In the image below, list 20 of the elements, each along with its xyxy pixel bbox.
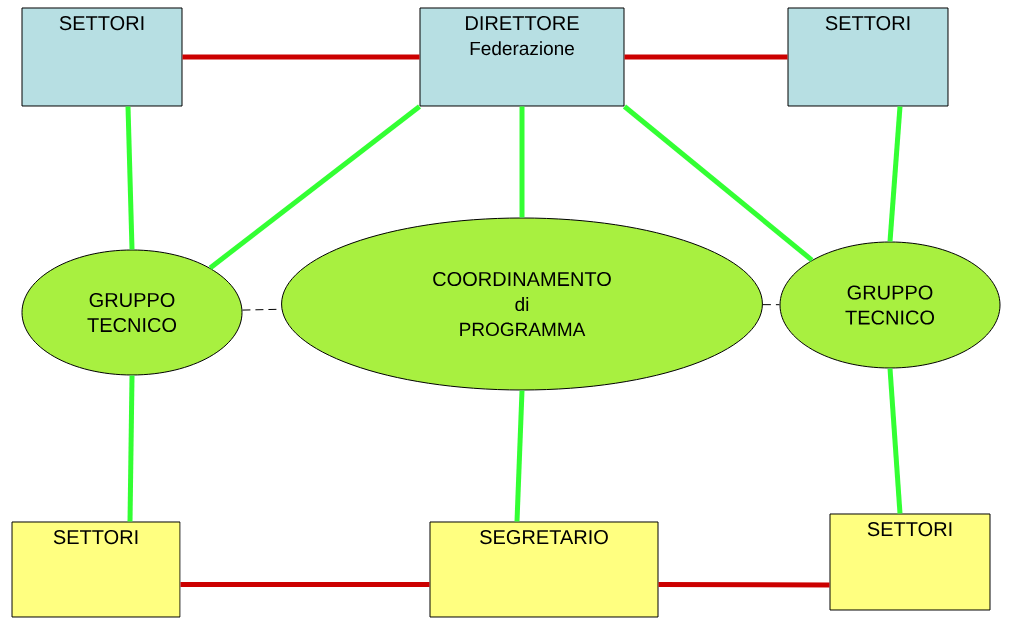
org-box: SEGRETARIO — [429, 521, 659, 618]
connector-line — [125, 106, 135, 250]
connector-line — [624, 54, 788, 60]
org-box: SETTORI — [787, 7, 949, 107]
connector-line — [622, 104, 814, 263]
connector-line — [514, 390, 525, 522]
org-box: DIRETTORE Federazione — [419, 7, 625, 107]
connector-line — [182, 54, 420, 60]
connector-line — [208, 104, 422, 270]
connector-line — [658, 582, 830, 588]
org-box: SETTORI — [21, 7, 183, 107]
connector-line — [887, 106, 903, 242]
org-box: SETTORI — [829, 513, 991, 611]
connector-line — [762, 304, 780, 306]
connector-line — [887, 368, 903, 514]
connector-line — [180, 582, 430, 587]
org-box: SETTORI — [11, 521, 181, 618]
connector-line — [241, 308, 283, 311]
connector-line — [519, 106, 525, 218]
connector-line — [127, 375, 135, 522]
